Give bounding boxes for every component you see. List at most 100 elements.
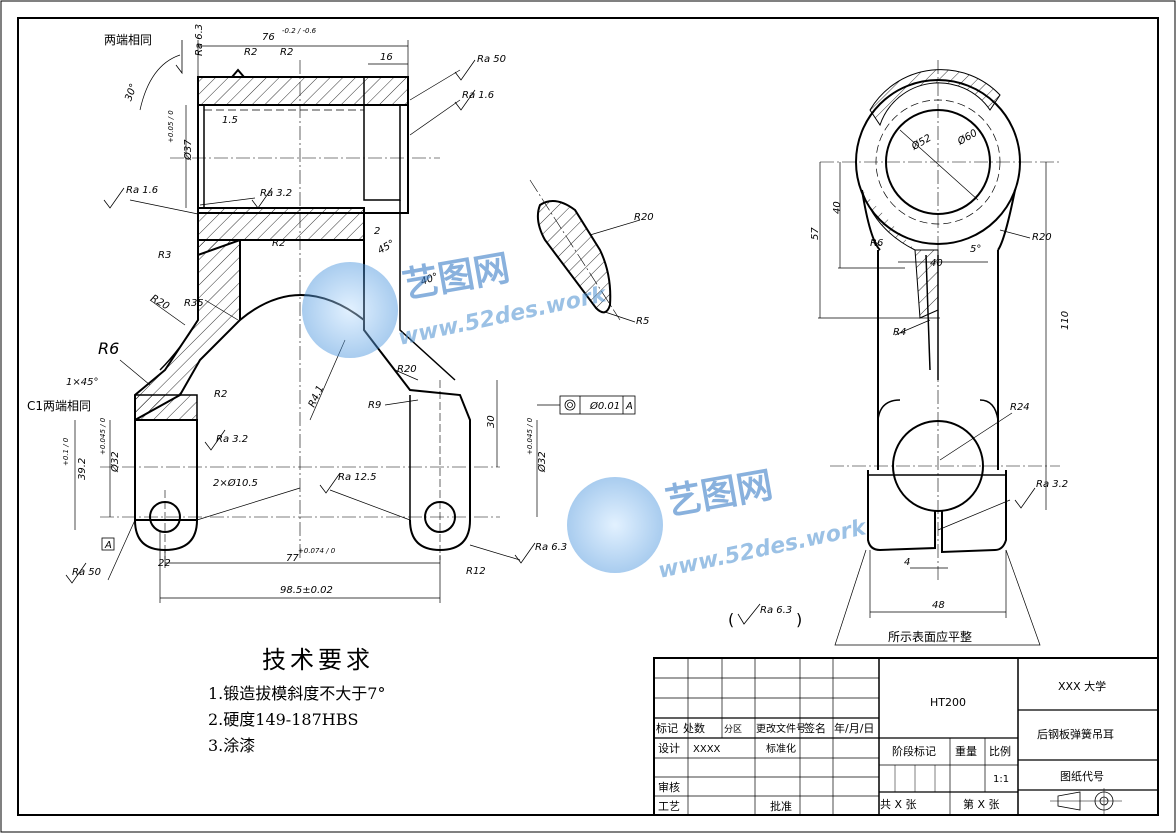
title-block bbox=[653, 657, 1159, 816]
dim-r6: R6 bbox=[98, 339, 119, 358]
dim-bore-37-tol: +0.05 / 0 bbox=[167, 110, 175, 143]
side-view bbox=[818, 60, 1060, 646]
tech-item-3: 3.涂漆 bbox=[208, 736, 256, 755]
dim-77: 77 bbox=[286, 553, 299, 564]
side-40v: 40 bbox=[832, 201, 843, 214]
dim-r2b: R2 bbox=[280, 47, 293, 58]
note-both-ends: 两端相同 bbox=[104, 33, 152, 47]
tb-count: 处数 bbox=[683, 722, 705, 735]
dim-2: 2 bbox=[374, 226, 380, 237]
inner-frame bbox=[17, 17, 1159, 816]
rough-16a: Ra 1.6 bbox=[462, 90, 494, 101]
tech-item-2: 2.硬度149-187HBS bbox=[208, 710, 359, 729]
dim-bore-32-right-tol: +0.045 / 0 bbox=[526, 417, 534, 455]
tb-design: 设计 bbox=[658, 742, 680, 755]
tb-date: 年/月/日 bbox=[834, 721, 874, 735]
side-40h: 40 bbox=[930, 258, 943, 269]
tech-item-1: 1.锻造拔模斜度不大于7° bbox=[208, 684, 386, 703]
rough-63b: Ra 6.3 bbox=[535, 542, 567, 553]
left-foot bbox=[134, 419, 198, 521]
dim-1-5: 1.5 bbox=[222, 115, 238, 126]
tb-zone: 分区 bbox=[724, 724, 742, 735]
front-view-labels: 两端相同 C1两端相同 76 -0.2 / -0.6 R2 R2 16 Ra 5… bbox=[27, 24, 633, 596]
general-roughness: ( Ra 6.3 ) bbox=[728, 603, 802, 629]
rough-125: Ra 12.5 bbox=[338, 472, 377, 483]
dim-r9: R9 bbox=[368, 400, 381, 411]
dim-r2d: R2 bbox=[214, 389, 227, 400]
tb-process: 工艺 bbox=[658, 800, 680, 813]
rough-32a: Ra 3.2 bbox=[260, 188, 292, 199]
side-rough-32: Ra 3.2 bbox=[1036, 479, 1068, 490]
general-rough-close: ) bbox=[796, 610, 802, 629]
side-110: 110 bbox=[1060, 311, 1071, 330]
dim-top-tol: -0.2 / -0.6 bbox=[282, 27, 317, 35]
top-boss-hatch bbox=[197, 68, 409, 106]
side-r20: R20 bbox=[1032, 232, 1052, 243]
dim-r20a: R20 bbox=[149, 293, 172, 312]
tb-weight: 重量 bbox=[955, 744, 977, 758]
side-r6: R6 bbox=[870, 238, 883, 249]
dim-39-2-tol: +0.1 / 0 bbox=[62, 437, 70, 466]
side-r4: R4 bbox=[893, 327, 906, 338]
side-5deg: 5° bbox=[970, 244, 981, 255]
tb-scale-label: 比例 bbox=[989, 744, 1011, 758]
dim-r35: R35 bbox=[184, 298, 204, 309]
dim-holes: 2×Ø10.5 bbox=[213, 477, 258, 489]
tb-approve: 批准 bbox=[770, 799, 792, 813]
tolerance-value: Ø0.01 bbox=[589, 400, 620, 412]
side-d52: Ø52 bbox=[909, 132, 934, 153]
dim-16: 16 bbox=[380, 52, 393, 63]
watermark-2: 艺图网 www.52des.work bbox=[567, 465, 870, 584]
dim-bore-32-left-tol: +0.045 / 0 bbox=[99, 417, 107, 455]
general-rough-value: Ra 6.3 bbox=[760, 605, 792, 616]
dim-c1x45: 1×45° bbox=[66, 377, 98, 388]
rough-16b: Ra 1.6 bbox=[126, 185, 158, 196]
tolerance-datum: A bbox=[625, 401, 633, 412]
section-view: R20 R5 bbox=[529, 179, 654, 327]
dim-r20b: R20 bbox=[397, 364, 417, 375]
tb-review: 审核 bbox=[658, 780, 680, 794]
section-r20: R20 bbox=[634, 212, 654, 223]
dim-r2c: R2 bbox=[272, 238, 285, 249]
tb-total-sheets: 共 X 张 bbox=[880, 798, 917, 811]
dim-r2a: R2 bbox=[244, 47, 257, 58]
watermark-url-2: www.52des.work bbox=[656, 515, 869, 584]
side-48: 48 bbox=[932, 600, 945, 611]
side-d60: Ø60 bbox=[955, 127, 980, 148]
tb-sign: 签名 bbox=[804, 721, 826, 735]
tb-change: 更改文件号 bbox=[756, 722, 806, 735]
dim-77-tol: +0.074 / 0 bbox=[298, 547, 336, 555]
watermark-cn-2: 艺图网 bbox=[662, 465, 775, 524]
dim-r12: R12 bbox=[466, 566, 486, 577]
tb-mark: 标记 bbox=[656, 721, 678, 735]
side-4: 4 bbox=[904, 557, 910, 568]
dim-r3: R3 bbox=[158, 250, 171, 261]
note-c1: C1两端相同 bbox=[27, 399, 91, 413]
rough-32b: Ra 3.2 bbox=[216, 434, 248, 445]
tb-part-name: 后钢板弹簧吊耳 bbox=[1037, 727, 1114, 741]
side-57: 57 bbox=[810, 227, 821, 240]
tech-requirements-title: 技术要求 bbox=[262, 646, 374, 674]
side-view-labels: Ø52 Ø60 57 40 R6 40 5° R20 R4 110 R24 Ra… bbox=[810, 127, 1071, 644]
datum-a: A bbox=[104, 540, 112, 551]
rough-50a: Ra 50 bbox=[477, 54, 506, 65]
rough-63-top: Ra 6.3 bbox=[194, 24, 205, 56]
side-flat-note: 所示表面应平整 bbox=[888, 629, 972, 644]
rough-50b: Ra 50 bbox=[72, 567, 101, 578]
title-block-text: 标记 处数 分区 更改文件号 签名 年/月/日 设计 XXXX 标准化 审核 工… bbox=[656, 679, 1114, 813]
dim-30: 30 bbox=[486, 415, 497, 428]
dim-22: 22 bbox=[158, 558, 171, 569]
tb-standard: 标准化 bbox=[766, 742, 796, 755]
dim-top-len: 76 bbox=[262, 32, 275, 43]
tb-sheet-no: 第 X 张 bbox=[963, 797, 1000, 811]
general-rough-open: ( bbox=[728, 610, 734, 629]
dim-r41: R4.1 bbox=[307, 384, 327, 409]
tb-material: HT200 bbox=[930, 696, 966, 709]
section-r5: R5 bbox=[636, 316, 649, 327]
tb-stage: 阶段标记 bbox=[892, 744, 936, 758]
watermark-cn-1: 艺图网 bbox=[399, 248, 512, 307]
section-shape bbox=[536, 200, 612, 314]
dim-bore-32-right: Ø32 bbox=[536, 451, 548, 473]
